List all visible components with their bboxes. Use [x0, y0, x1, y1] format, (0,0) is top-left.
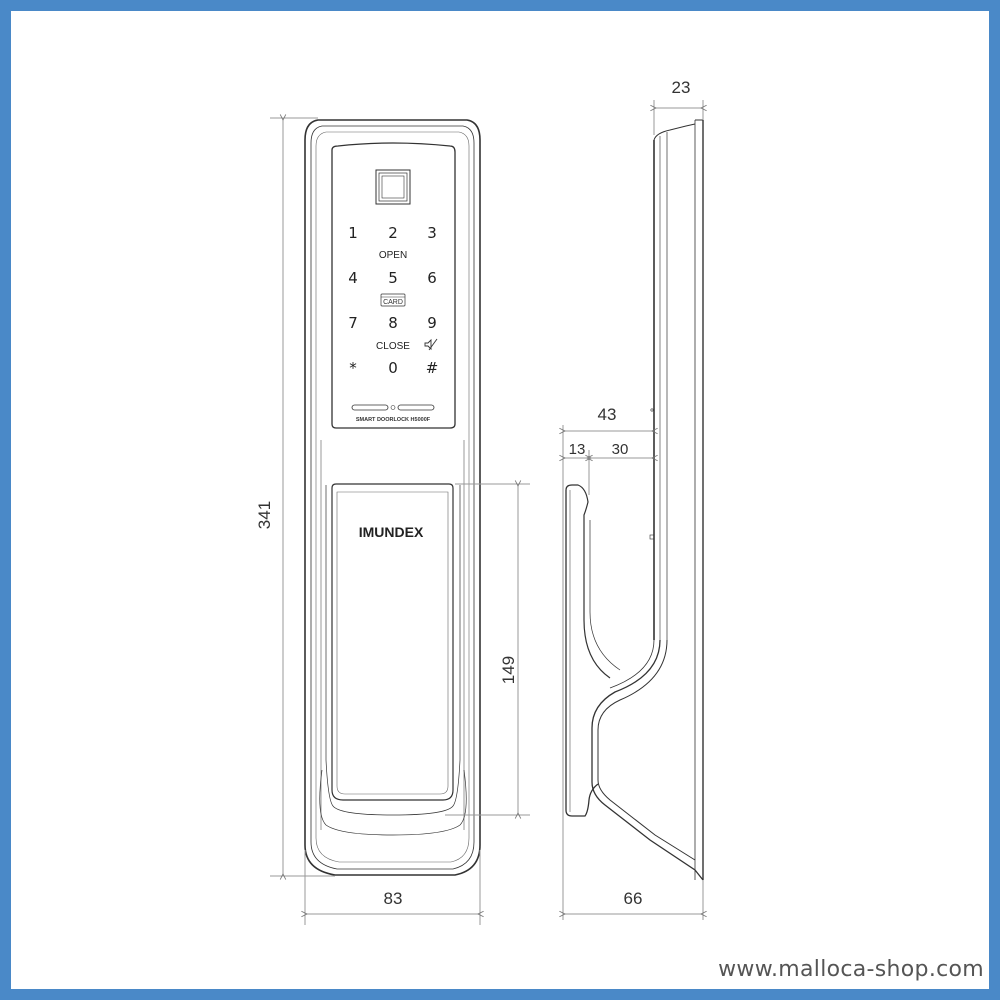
card-label: CARD — [383, 299, 403, 306]
open-label: OPEN — [379, 250, 407, 261]
key-8[interactable]: 8 — [388, 314, 398, 332]
key-0[interactable]: 0 — [388, 359, 398, 377]
key-hash[interactable]: # — [426, 359, 439, 377]
key-4[interactable]: 4 — [348, 269, 358, 287]
model-label: SMART DOORLOCK H5000F — [356, 417, 431, 423]
dimension-lines — [270, 100, 703, 925]
key-7[interactable]: 7 — [348, 314, 358, 332]
keypad: 1 2 3 OPEN 4 5 6 CARD 7 8 9 CLOSE * 0 # … — [348, 224, 438, 540]
front-view — [304, 119, 481, 876]
dim-43: 43 — [598, 405, 617, 424]
dim-83: 83 — [384, 889, 403, 908]
dimension-labels: 341 149 83 23 43 13 30 66 — [255, 78, 690, 908]
key-3[interactable]: 3 — [427, 224, 437, 242]
key-1[interactable]: 1 — [348, 224, 358, 242]
key-5[interactable]: 5 — [388, 269, 398, 287]
dim-149: 149 — [499, 656, 518, 684]
dim-23: 23 — [672, 78, 691, 97]
brand-logo: IMUNDEX — [359, 524, 424, 540]
watermark-url: www.malloca-shop.com — [718, 957, 984, 982]
key-2[interactable]: 2 — [388, 224, 398, 242]
close-label: CLOSE — [376, 341, 410, 352]
dim-66: 66 — [624, 889, 643, 908]
dim-13: 13 — [569, 441, 586, 458]
key-9[interactable]: 9 — [427, 314, 437, 332]
dim-30: 30 — [612, 441, 629, 458]
side-view — [565, 119, 704, 881]
key-6[interactable]: 6 — [427, 269, 437, 287]
dim-341: 341 — [255, 501, 274, 529]
speaker-mute-icon[interactable] — [424, 338, 438, 351]
key-star[interactable]: * — [349, 359, 357, 377]
